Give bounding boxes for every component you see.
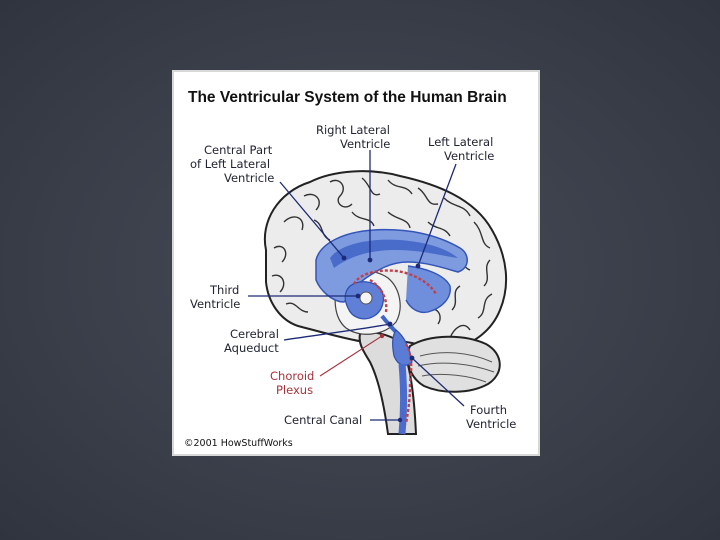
label-central-part-2: of Left Lateral: [190, 157, 270, 171]
leader-left-lateral-dot: [415, 263, 421, 269]
label-aqueduct-2: Aqueduct: [224, 341, 279, 355]
label-left-lateral-1: Left Lateral: [428, 135, 493, 149]
cerebellum: [406, 335, 501, 393]
leader-fourth: [411, 357, 465, 407]
leader-aqueduct: [283, 323, 391, 341]
label-central-part-3: Ventricle: [224, 171, 274, 185]
leader-right-lateral-dot: [367, 257, 373, 263]
interthalamic-adhesion: [359, 291, 373, 305]
copyright-notice: ©2001 HowStuffWorks: [184, 438, 293, 449]
lateral-ventricle-highlight: [330, 239, 458, 268]
label-third-2: Ventricle: [190, 297, 240, 311]
cerebellum-folia: [417, 352, 495, 383]
leader-choroid-dot: [379, 333, 385, 339]
brain-diagram: The Ventricular System of the Human Brai…: [184, 89, 516, 449]
brain-illustration: [263, 170, 508, 435]
diagram-labels: Right Lateral Ventricle Left Lateral Ven…: [190, 123, 516, 431]
inferior-horn: [405, 265, 451, 314]
leader-aqueduct-dot: [387, 321, 393, 327]
leader-fourth-dot: [409, 355, 415, 361]
label-choroid-2: Plexus: [276, 383, 313, 397]
central-canal: [398, 363, 407, 435]
label-right-lateral-2: Ventricle: [340, 137, 390, 151]
leader-third-dot: [355, 293, 361, 299]
leader-choroid: [319, 335, 383, 377]
label-left-lateral-2: Ventricle: [444, 149, 494, 163]
label-choroid-1: Choroid: [270, 369, 314, 383]
leader-central-canal-dot: [397, 417, 403, 423]
leader-lines: [248, 150, 465, 423]
label-aqueduct-1: Cerebral: [230, 327, 279, 341]
label-central-canal: Central Canal: [284, 413, 362, 427]
label-central-part-1: Central Part: [204, 143, 273, 157]
leader-central-part-dot: [341, 255, 347, 261]
label-fourth-1: Fourth: [470, 403, 507, 417]
label-fourth-2: Ventricle: [466, 417, 516, 431]
leader-central-part: [279, 181, 345, 259]
label-third-1: Third: [209, 283, 239, 297]
label-right-lateral-1: Right Lateral: [316, 123, 390, 137]
leader-left-lateral: [417, 163, 457, 267]
diagram-title: The Ventricular System of the Human Brai…: [188, 89, 507, 106]
diagram-figure: The Ventricular System of the Human Brai…: [172, 70, 540, 456]
choroid-plexus: [352, 269, 438, 425]
